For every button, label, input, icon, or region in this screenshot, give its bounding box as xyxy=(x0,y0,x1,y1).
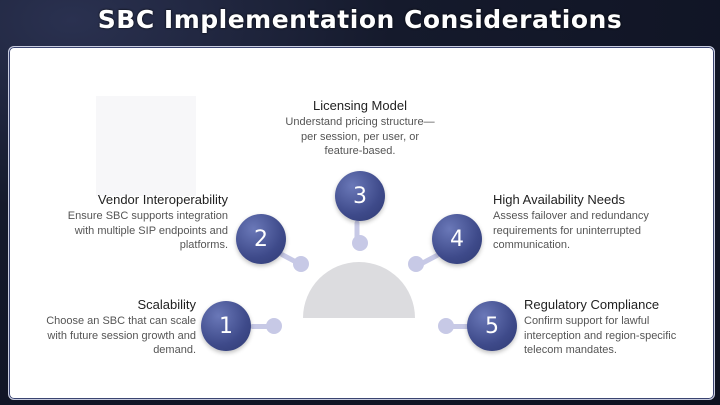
step-heading-4: High Availability Needs xyxy=(493,192,625,207)
step-heading-5: Regulatory Compliance xyxy=(524,297,660,312)
step-circle-1: 1 xyxy=(201,301,251,351)
connector-dot-5 xyxy=(438,318,454,334)
step-circle-4: 4 xyxy=(432,214,482,264)
connector-dot-1 xyxy=(266,318,282,334)
connector-dot-3 xyxy=(352,235,368,251)
step-block-2: Vendor Interoperability Ensure SBC suppo… xyxy=(60,192,228,253)
step-circle-5: 5 xyxy=(467,301,517,351)
step-block-4: High Availability Needs Assess failover … xyxy=(493,192,665,253)
step-heading-1: Scalability xyxy=(137,297,196,312)
step-block-1: Scalability Choose an SBC that can scale… xyxy=(24,297,196,358)
connector-dot-2 xyxy=(293,256,309,272)
step-desc-3: Understand pricing structure—per session… xyxy=(285,116,435,157)
step-desc-2: Ensure SBC supports integration with mul… xyxy=(67,210,228,251)
connector-1 xyxy=(250,324,274,329)
step-desc-5: Confirm support for lawful interception … xyxy=(524,315,677,356)
step-heading-2: Vendor Interoperability xyxy=(97,192,228,207)
step-block-5: Regulatory Compliance Confirm support fo… xyxy=(524,297,692,358)
step-circle-2: 2 xyxy=(236,214,286,264)
step-desc-4: Assess failover and redundancy requireme… xyxy=(493,210,649,251)
step-desc-1: Choose an SBC that can scale with future… xyxy=(46,315,196,356)
step-circle-3: 3 xyxy=(335,171,385,221)
step-heading-3: Licensing Model xyxy=(313,98,407,113)
step-block-3: Licensing Model Understand pricing struc… xyxy=(282,98,438,159)
background-placeholder xyxy=(96,96,196,196)
connector-5 xyxy=(446,324,470,329)
slide-title: SBC Implementation Considerations xyxy=(97,5,623,34)
connector-dot-4 xyxy=(408,256,424,272)
